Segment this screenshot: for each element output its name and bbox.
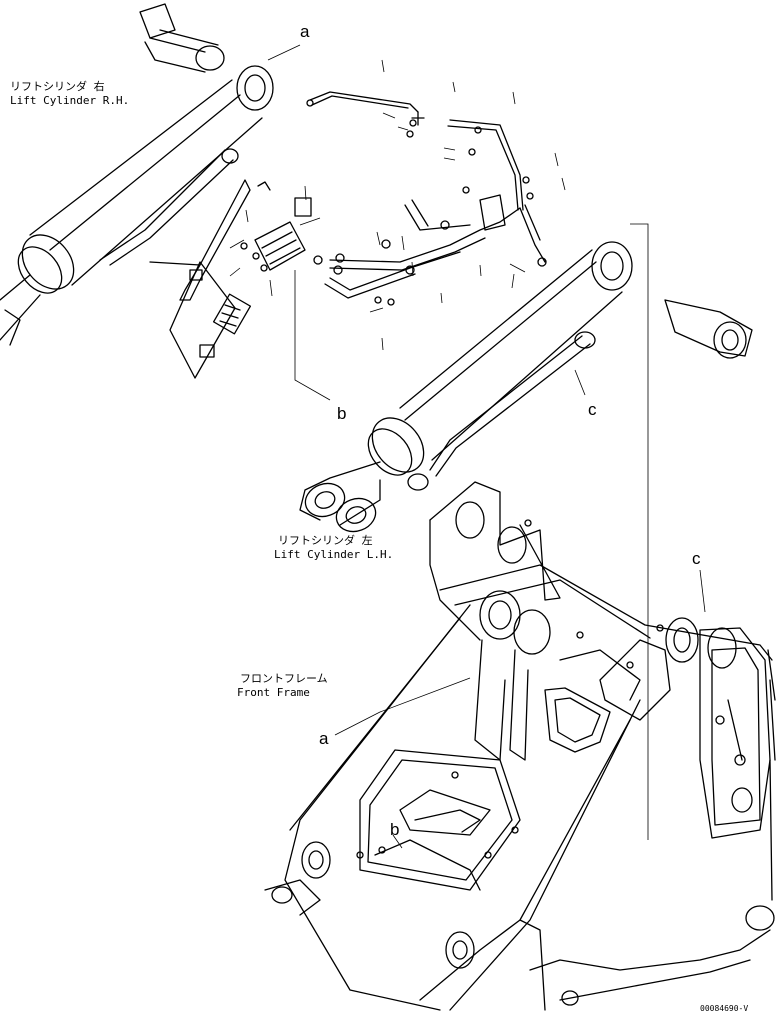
- lift-cylinder-rh: [0, 3, 274, 346]
- callout-b-lower: b: [390, 820, 400, 839]
- label-front-frame-jp: フロントフレーム: [240, 672, 328, 685]
- leader-line-c-right: [699, 569, 706, 613]
- leader-line-b: [294, 270, 331, 401]
- drawing-code: 00084690-V: [700, 1004, 749, 1013]
- label-lift-cylinder-rh-jp: リフトシリンダ 右: [10, 80, 105, 93]
- label-lift-cylinder-lh-en: Lift Cylinder L.H.: [274, 548, 394, 561]
- front-frame: [264, 481, 776, 1011]
- callout-b-mid: b: [337, 404, 347, 423]
- label-front-frame-en: Front Frame: [237, 686, 310, 699]
- callout-c-mid: c: [588, 400, 597, 419]
- callout-c-right: c: [692, 549, 701, 568]
- leader-line-c-mid: [574, 369, 586, 396]
- label-lift-cylinder-lh-jp: リフトシリンダ 左: [278, 534, 373, 547]
- lift-cylinder-lh: [299, 241, 753, 533]
- label-lift-cylinder-rh-en: Lift Cylinder R.H.: [10, 94, 130, 107]
- leader-line-b-lower: [392, 834, 403, 849]
- leader-line-a-top: [267, 44, 301, 61]
- leader-line-a-lower: [334, 677, 471, 736]
- hydraulic-piping: [306, 59, 566, 351]
- tube-clamp-group: [149, 179, 323, 379]
- callout-a-top: a: [300, 22, 310, 41]
- callout-a-lower: a: [319, 729, 329, 748]
- leader-line-c-vertical: [630, 223, 649, 840]
